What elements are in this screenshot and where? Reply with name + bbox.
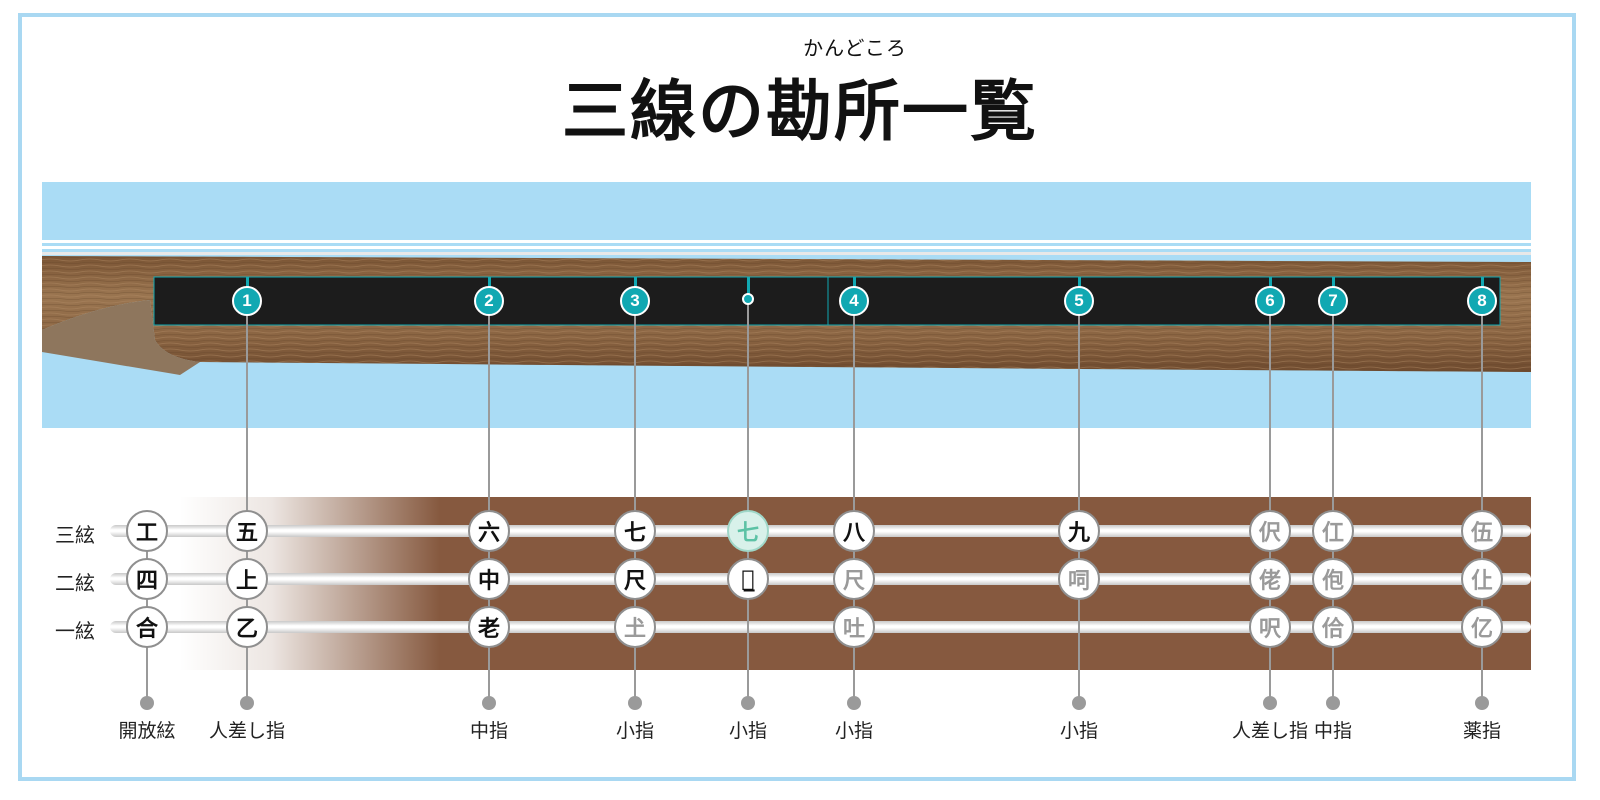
string-label-ichi: 一絃: [55, 619, 95, 643]
finger-label: 小指: [728, 720, 767, 742]
position-line: [747, 300, 749, 703]
note-ni: 佨: [1312, 558, 1354, 600]
position-line: [634, 300, 636, 703]
string-san: [110, 525, 1531, 537]
note-ni: 仩: [1461, 558, 1503, 600]
note-ni: 尺̲: [727, 558, 769, 600]
note-ichi: 老: [468, 606, 510, 648]
position-badge: 5: [1064, 286, 1094, 316]
note-ichi: 吐: [833, 606, 875, 648]
string-label-ni: 二絃: [55, 571, 95, 595]
note-ni: 上: [226, 558, 268, 600]
position-badge: 2: [474, 286, 504, 316]
note-san: 七: [727, 510, 769, 552]
finger-dot: [847, 696, 861, 710]
position-line: [1078, 300, 1080, 703]
fingerboard: [153, 276, 1501, 326]
note-san: 伍: [1461, 510, 1503, 552]
note-san: 八: [833, 510, 875, 552]
finger-dot: [1475, 696, 1489, 710]
open-note-san: 工: [126, 510, 168, 552]
finger-dot: [741, 696, 755, 710]
string-ni: [110, 573, 1531, 585]
position-badge: 7: [1318, 286, 1348, 316]
note-ichi: 乙: [226, 606, 268, 648]
open-note-ni: 四: [126, 558, 168, 600]
finger-label: 小指: [615, 720, 654, 742]
string-ichi: [110, 621, 1531, 633]
finger-dot: [240, 696, 254, 710]
note-ni: 尺: [833, 558, 875, 600]
position-tick: [1269, 277, 1272, 287]
finger-label: 小指: [1059, 720, 1098, 742]
position-badge: 3: [620, 286, 650, 316]
note-ni: 佬: [1249, 558, 1291, 600]
finger-label: 小指: [834, 720, 873, 742]
note-ni: 中: [468, 558, 510, 600]
position-line: [1481, 300, 1483, 703]
open-note-ichi: 合: [126, 606, 168, 648]
position-badge: 6: [1255, 286, 1285, 316]
position-tick: [747, 277, 750, 297]
position-line: [1269, 300, 1271, 703]
note-ichi: 呎: [1249, 606, 1291, 648]
position-tick: [634, 277, 637, 287]
position-badge: 8: [1467, 286, 1497, 316]
page-title: 三線の勘所一覧: [562, 72, 1038, 150]
finger-dot: [1326, 696, 1340, 710]
finger-label: 中指: [469, 720, 508, 742]
open-finger-label: 開放絃: [118, 720, 176, 742]
note-san: 九: [1058, 510, 1100, 552]
position-tick: [1481, 277, 1484, 287]
position-tick: [246, 277, 249, 287]
position-line: [853, 300, 855, 703]
note-ichi: 佮: [1312, 606, 1354, 648]
position-badge: 1: [232, 286, 262, 316]
position-line: [488, 300, 490, 703]
position-line: [1332, 300, 1334, 703]
string-label-san: 三絃: [55, 523, 95, 547]
note-ni: 呞: [1058, 558, 1100, 600]
finger-dot: [1263, 696, 1277, 710]
note-san: 六: [468, 510, 510, 552]
position-marker: [742, 293, 754, 305]
finger-label: 人差し指: [208, 720, 285, 742]
open-dot: [140, 696, 154, 710]
note-ni: 尺: [614, 558, 656, 600]
finger-dot: [482, 696, 496, 710]
position-tick: [488, 277, 491, 287]
finger-label: 薬指: [1462, 720, 1501, 742]
note-san: 五: [226, 510, 268, 552]
note-ichi: 亿: [1461, 606, 1503, 648]
finger-label: 人差し指: [1231, 720, 1308, 742]
note-san: 七: [614, 510, 656, 552]
position-tick: [1078, 277, 1081, 287]
position-badge: 4: [839, 286, 869, 316]
title-ruby: かんどころ: [803, 36, 907, 60]
note-san: 伬: [1249, 510, 1291, 552]
note-ichi: 𡈽: [614, 606, 656, 648]
finger-dot: [1072, 696, 1086, 710]
position-line: [246, 300, 248, 703]
finger-dot: [628, 696, 642, 710]
note-san: 仜: [1312, 510, 1354, 552]
finger-label: 中指: [1313, 720, 1352, 742]
position-tick: [853, 277, 856, 287]
position-tick: [1332, 277, 1335, 287]
